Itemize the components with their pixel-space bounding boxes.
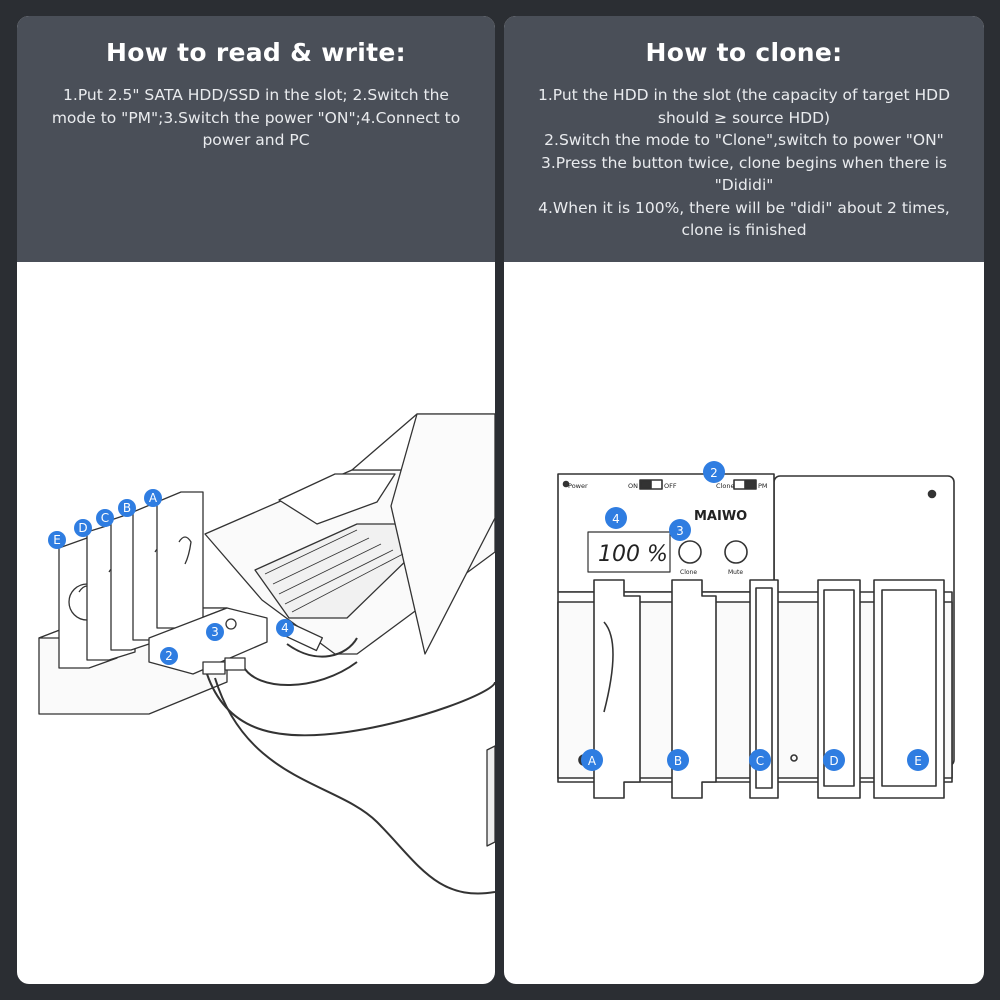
- callout-d-icon: D: [74, 519, 92, 537]
- drive-bay-a: [593, 579, 641, 799]
- callout-d-icon: D: [823, 749, 845, 771]
- callout-c: C: [756, 754, 764, 768]
- read-write-illustration: E D C B A 2 3 4: [38, 413, 495, 895]
- callout-2-icon: 2: [160, 647, 178, 665]
- on-label: ON: [628, 482, 638, 490]
- clone-illustration: Power ON OFF Clone PM MAIWO 100 % Clone …: [557, 461, 955, 799]
- drive-bay-e: [873, 579, 945, 799]
- callout-d: D: [829, 754, 838, 768]
- mute-button[interactable]: [724, 540, 748, 564]
- clone-step-line: 4.When it is 100%, there will be "didi" …: [538, 198, 950, 217]
- read-write-header: How to read & write: 1.Put 2.5" SATA HDD…: [17, 16, 495, 262]
- power-cable: [242, 661, 358, 686]
- mute-button-label: Mute: [728, 569, 743, 576]
- brand-logo: MAIWO: [694, 509, 747, 524]
- clone-step-line: clone is finished: [681, 221, 807, 239]
- callout-3: 3: [676, 524, 684, 538]
- callout-a-icon: A: [144, 489, 162, 507]
- drive-bay-b: [671, 579, 717, 799]
- drive-bay-d: [817, 579, 861, 799]
- clone-step-line: should ≥ source HDD): [657, 108, 831, 127]
- laptop-touchpad: [278, 473, 396, 525]
- callout-a: A: [149, 491, 158, 505]
- clone-steps: 1.Put the HDD in the slot (the capacity …: [518, 84, 970, 242]
- callout-b: B: [674, 754, 682, 768]
- read-write-panel: How to read & write: 1.Put 2.5" SATA HDD…: [17, 16, 495, 984]
- clone-step-line: 1.Put the HDD in the slot (the capacity …: [537, 86, 951, 104]
- clone-step-line: 2.Switch the mode to "Clone",switch to p…: [544, 131, 944, 149]
- clone-button-label: Clone: [680, 569, 697, 576]
- power-label: Power: [568, 482, 588, 490]
- callout-a: A: [588, 754, 597, 768]
- callout-a-icon: A: [581, 749, 603, 771]
- clone-title: How to clone:: [645, 38, 843, 67]
- clone-header: How to clone: 1.Put the HDD in the slot …: [504, 16, 984, 262]
- dock-control-panel: [148, 607, 268, 675]
- callout-4: 4: [612, 512, 620, 526]
- callout-4-icon: 4: [605, 507, 627, 529]
- callout-e-icon: E: [48, 531, 66, 549]
- read-write-step-line: 1.Put 2.5" SATA HDD/SSD in the slot; 2.S…: [63, 86, 449, 104]
- clone-step-line: "Dididi": [714, 176, 774, 194]
- read-write-steps: 1.Put 2.5" SATA HDD/SSD in the slot; 2.S…: [31, 84, 481, 152]
- clone-button[interactable]: [678, 540, 702, 564]
- callout-2: 2: [165, 649, 173, 663]
- clone-display: [587, 531, 671, 573]
- read-write-step-line: mode to "PM";3.Switch the power "ON";4.C…: [51, 108, 461, 127]
- callout-b-icon: B: [118, 499, 136, 517]
- drive-bay-c: [749, 579, 779, 799]
- callout-e-icon: E: [907, 749, 929, 771]
- callout-2-icon: 2: [703, 461, 725, 483]
- laptop-keys: [264, 529, 404, 613]
- callout-b: B: [123, 501, 131, 515]
- callout-c-icon: C: [749, 749, 771, 771]
- callout-4: 4: [281, 621, 289, 635]
- callout-d: D: [78, 521, 87, 535]
- usb-cable: [206, 673, 495, 737]
- callout-2: 2: [710, 466, 718, 480]
- callout-b-icon: B: [667, 749, 689, 771]
- clone-panel: How to clone: 1.Put the HDD in the slot …: [504, 16, 984, 984]
- callout-4-icon: 4: [276, 619, 294, 637]
- callout-3: 3: [211, 625, 219, 639]
- drive-a: [156, 491, 204, 629]
- callout-3-icon: 3: [669, 519, 691, 541]
- read-write-step-line: power and PC: [202, 131, 310, 149]
- pm-mode-label: PM: [758, 482, 768, 490]
- clone-mode-label: Clone: [716, 482, 734, 490]
- read-write-title: How to read & write:: [106, 38, 406, 67]
- callout-e: E: [914, 754, 922, 768]
- clone-step-line: 3.Press the button twice, clone begins w…: [541, 153, 947, 172]
- laptop-side-edge: [486, 745, 495, 847]
- callout-3-icon: 3: [206, 623, 224, 641]
- callout-e: E: [53, 533, 61, 547]
- off-label: OFF: [664, 482, 677, 490]
- callout-c: C: [101, 511, 109, 525]
- callout-c-icon: C: [96, 509, 114, 527]
- display-readout: 100 %: [598, 542, 668, 567]
